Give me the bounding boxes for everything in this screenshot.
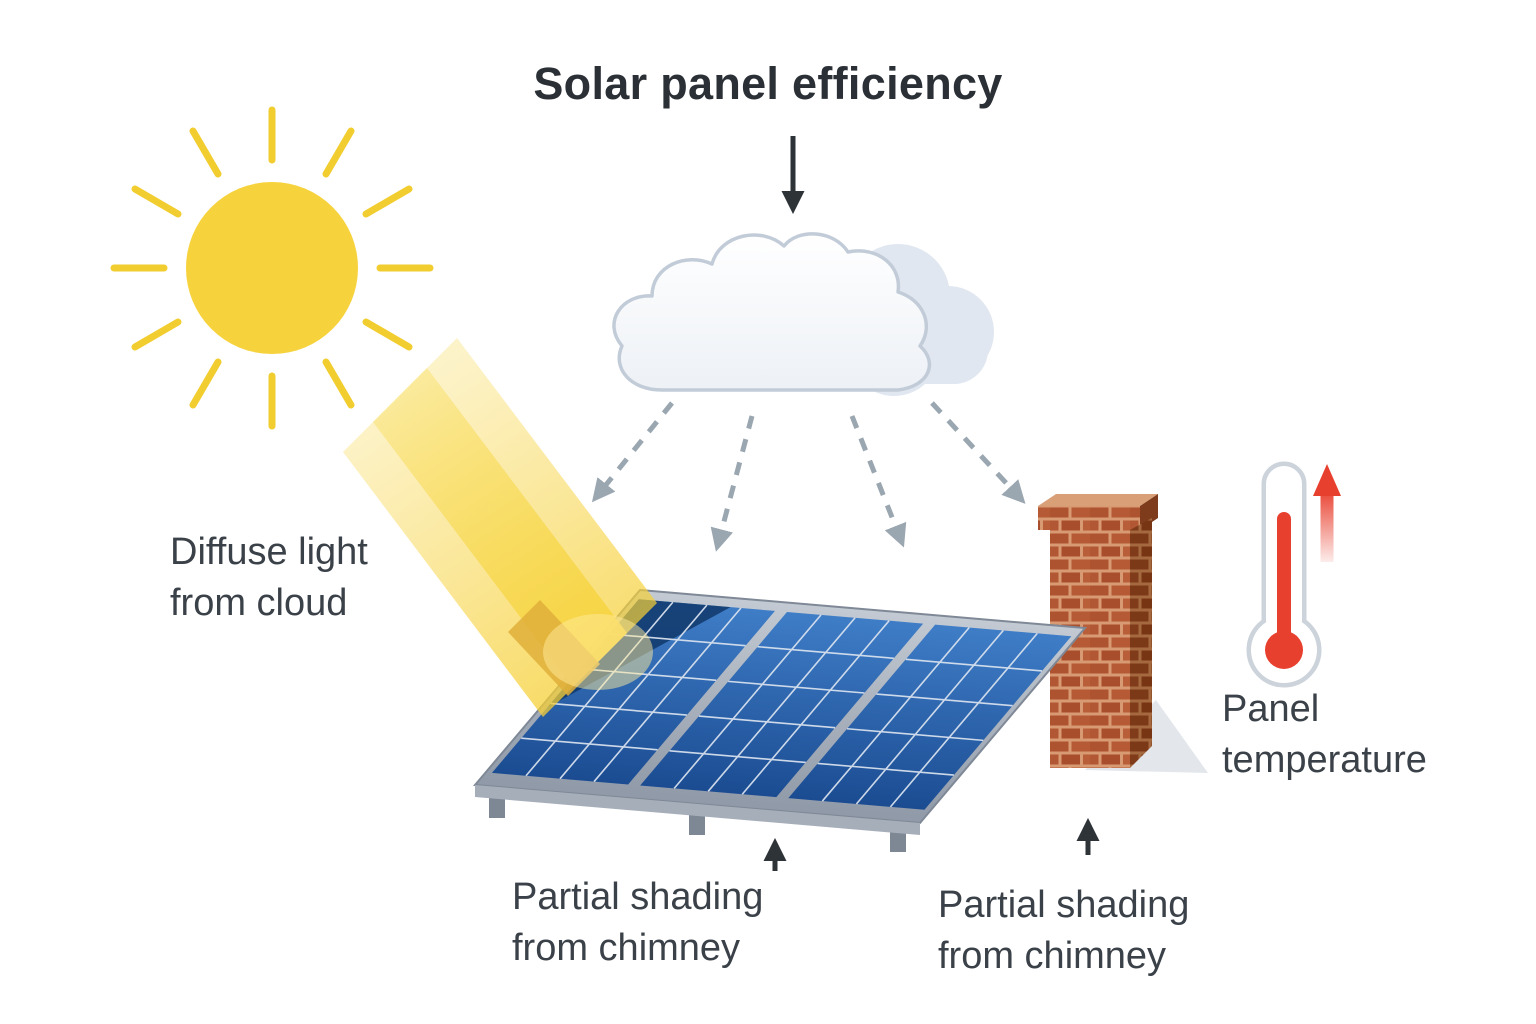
panel-mount: [475, 785, 920, 852]
diffuse-light-label: Diffuse light from cloud: [170, 527, 368, 629]
chimney-cap-front: [1038, 506, 1140, 530]
panel-temperature-label: Panel temperature: [1222, 684, 1427, 786]
diffuse-light-label-line2: from cloud: [170, 581, 348, 624]
shading-label-left-line1: Partial shading: [512, 876, 764, 918]
diffuse-light-arrows: [591, 401, 1026, 552]
diagram-title: Solar panel efficiency: [533, 58, 1003, 109]
cloud-front-puff: [612, 232, 931, 392]
chimney-side: [1130, 518, 1152, 768]
chimney-cap-top: [1038, 494, 1158, 506]
shading-label-right-line2: from chimney: [938, 934, 1167, 977]
cloud-icon: [612, 232, 994, 396]
dashed-arrow-icon: [710, 415, 755, 552]
thermometer-icon: [1246, 461, 1322, 688]
sunbeam: [343, 338, 657, 717]
diffuse-light-label-line1: Diffuse light: [170, 531, 368, 573]
shading-label-left: Partial shading from chimney: [512, 872, 763, 974]
dashed-arrow-icon: [930, 401, 1026, 504]
dashed-arrow-icon: [591, 401, 674, 503]
shading-label-left-line2: from chimney: [512, 926, 741, 969]
shading-label-right-line1: Partial shading: [938, 884, 1190, 926]
chimney-cap-side: [1140, 494, 1158, 530]
sun-icon: [110, 106, 434, 430]
dashed-arrow-icon: [849, 415, 907, 548]
temperature-rise-arrow: [1313, 464, 1341, 562]
panel-temperature-label-line1: Panel: [1222, 688, 1320, 730]
shading-label-right: Partial shading from chimney: [938, 880, 1189, 982]
panel-temperature-label-line2: temperature: [1222, 738, 1427, 781]
